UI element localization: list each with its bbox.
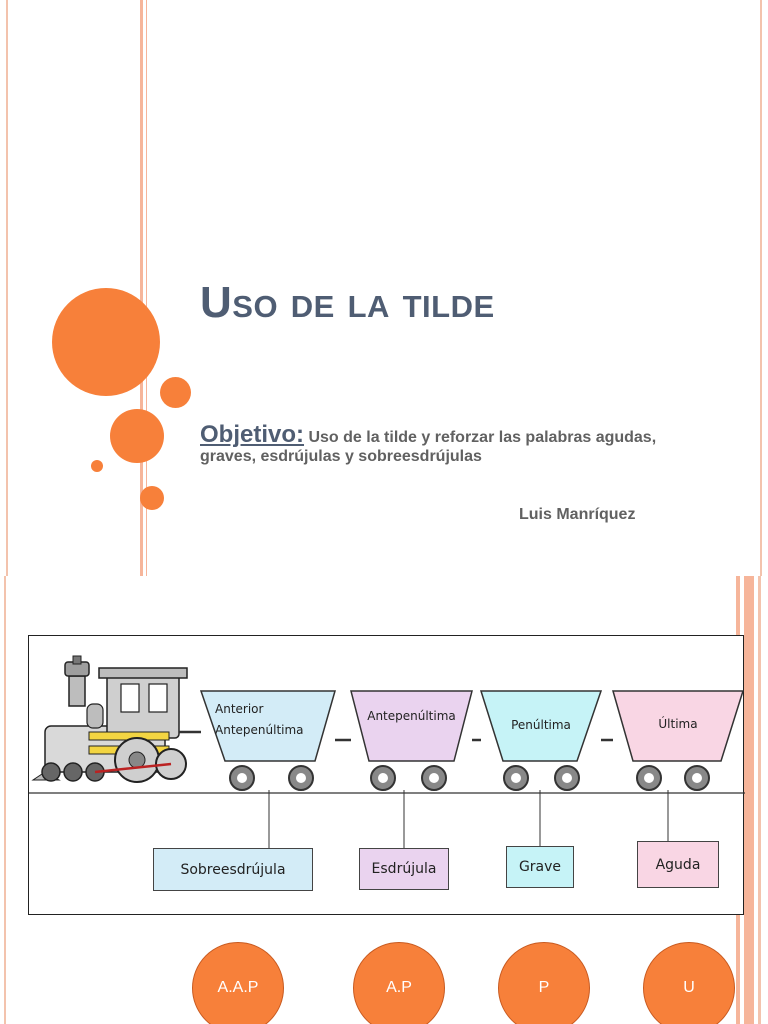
wagon-shape	[612, 690, 745, 762]
train-diagram: Anterior Antepenúltima Antepenúltima Pen…	[28, 635, 745, 915]
wagon-shape	[350, 690, 473, 762]
wagon-label-antepenultima: Antepenúltima	[351, 706, 472, 727]
decorative-stripe	[4, 576, 6, 1024]
wagon-label-line: Penúltima	[511, 718, 571, 732]
wagon-label-line: Antepenúltima	[215, 723, 304, 737]
decorative-circle	[110, 409, 164, 463]
decorative-stripe	[758, 576, 761, 1024]
decorative-stripe	[744, 576, 754, 1024]
abbreviation-circle-ap: A.P	[353, 942, 445, 1024]
train-illustration	[29, 655, 745, 848]
decorative-circle	[91, 460, 103, 472]
decorative-stripe	[760, 0, 762, 576]
wagon-label-line: Anterior	[215, 702, 264, 716]
objective-text: Uso de la tilde y reforzar las palabras …	[200, 429, 657, 465]
objective-label: Objetivo:	[200, 421, 305, 448]
slide-title: Uso de la tilde	[200, 278, 495, 327]
abbreviation-circle-p: P	[498, 942, 590, 1024]
type-box-aguda: Aguda	[637, 841, 719, 888]
abbreviation-circle-u: U	[643, 942, 735, 1024]
decorative-stripe	[140, 0, 143, 576]
type-box-esdrujula: Esdrújula	[359, 848, 449, 890]
author-name: Luis Manríquez	[519, 506, 636, 523]
train-diagram-slide: Anterior Antepenúltima Antepenúltima Pen…	[0, 576, 768, 1024]
abbreviation-circle-aap: A.A.P	[192, 942, 284, 1024]
type-box-grave: Grave	[506, 846, 574, 888]
type-box-sobreesdrujula: Sobreesdrújula	[153, 848, 313, 891]
wagon-label-ultima: Última	[613, 714, 743, 735]
decorative-circle	[160, 377, 191, 408]
decorative-circle-large	[52, 288, 160, 396]
wagon-shape	[199, 690, 336, 762]
wagon-label-line: Antepenúltima	[367, 709, 456, 723]
title-slide: Uso de la tilde Objetivo: Uso de la tild…	[6, 0, 762, 576]
decorative-stripe	[146, 0, 147, 576]
wagon-shape	[479, 690, 603, 762]
decorative-circle	[140, 486, 164, 510]
objective-paragraph: Objetivo: Uso de la tilde y reforzar las…	[200, 423, 700, 466]
locomotive-icon	[31, 655, 188, 783]
wagon-label-anterior-antepenultima: Anterior Antepenúltima	[215, 699, 325, 741]
wagon-label-penultima: Penúltima	[481, 715, 601, 736]
decorative-stripe	[6, 0, 8, 576]
wagon-label-line: Última	[658, 717, 698, 731]
